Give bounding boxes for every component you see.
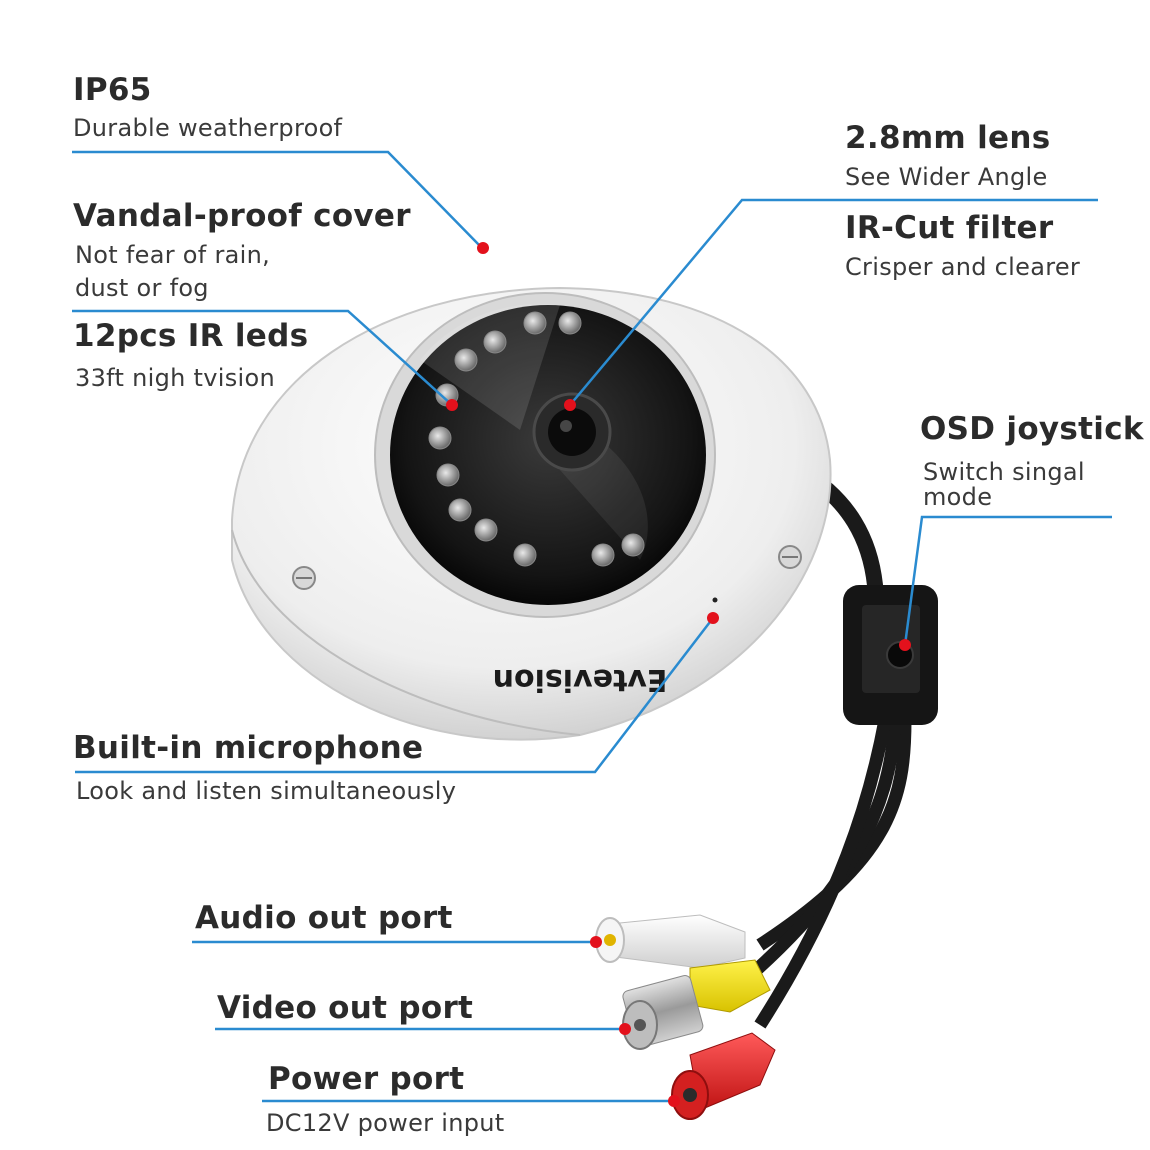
ip65-desc: Durable weatherproof <box>73 114 343 142</box>
power-cable <box>754 718 892 1029</box>
lens-title: 2.8mm lens <box>845 120 1051 156</box>
leader-ip65 <box>72 150 483 249</box>
camera-dome <box>374 292 716 618</box>
cable-assembly <box>740 462 938 1029</box>
marker-video <box>619 1023 631 1035</box>
vandal-desc-line1: Not fear of rain, <box>75 241 271 269</box>
mic-desc: Look and listen simultaneously <box>76 777 457 805</box>
vandal-desc-line2: dust or fog <box>75 274 209 302</box>
osd-desc-line2: mode <box>923 483 993 511</box>
audio-title: Audio out port <box>195 900 453 936</box>
ircut-desc: Crisper and clearer <box>845 253 1081 281</box>
power-dc-connector <box>671 1032 776 1120</box>
leader-ir-leds <box>72 309 453 406</box>
leader-lines <box>72 150 1112 1103</box>
lens-desc: See Wider Angle <box>845 163 1048 191</box>
marker-audio <box>590 936 602 948</box>
ir-leds-title: 12pcs IR leds <box>73 318 309 354</box>
osd-title: OSD joystick <box>920 411 1144 447</box>
video-title: Video out port <box>217 990 474 1026</box>
audio-rca-connector <box>595 914 746 969</box>
brand-logo: Evtevision <box>493 662 668 697</box>
marker-ip65 <box>477 242 489 254</box>
ir-leds-desc: 33ft nigh tvision <box>75 364 276 392</box>
marker-lens <box>564 399 576 411</box>
vandal-title: Vandal-proof cover <box>73 198 411 234</box>
power-desc: DC12V power input <box>266 1109 505 1137</box>
power-title: Power port <box>268 1061 465 1097</box>
ircut-title: IR-Cut filter <box>845 210 1054 246</box>
video-cable <box>740 721 902 985</box>
leader-osd <box>903 515 1112 646</box>
mic-title: Built-in microphone <box>73 730 424 766</box>
marker-dots <box>446 242 911 1107</box>
marker-power <box>668 1095 680 1107</box>
ip65-title: IP65 <box>73 72 152 108</box>
marker-mic <box>707 612 719 624</box>
osd-desc-line1: Switch singal <box>923 458 1085 486</box>
leader-lens <box>569 198 1098 406</box>
lens <box>532 392 612 472</box>
marker-ir-leds <box>446 399 458 411</box>
video-bnc-connector <box>622 959 771 1050</box>
leader-mic <box>75 617 714 774</box>
joystick-module <box>843 585 938 725</box>
ir-led-ring <box>428 311 645 567</box>
microphone-hole <box>712 597 718 603</box>
marker-osd <box>899 639 911 651</box>
